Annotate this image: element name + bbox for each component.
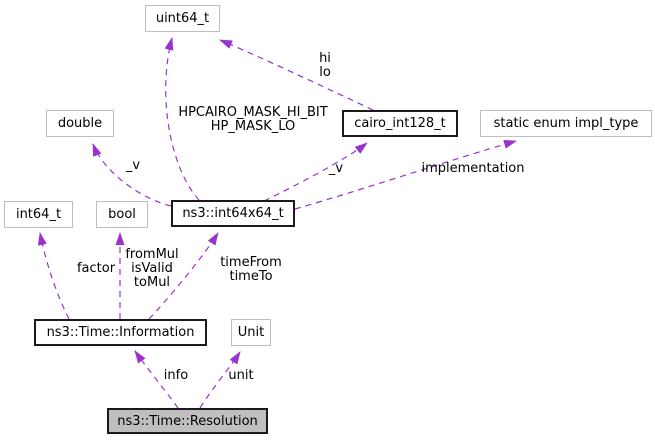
- edge-info: [134, 350, 179, 409]
- edge-label-v-double: _v: [126, 159, 140, 173]
- edge-label-line: _v: [328, 161, 344, 176]
- edge-label-implementation: implementation: [421, 162, 524, 176]
- node-bool[interactable]: bool: [96, 201, 148, 228]
- edge-hi-lo: [219, 39, 374, 111]
- node-resolution[interactable]: ns3::Time::Resolution: [107, 408, 268, 434]
- node-int64-t[interactable]: int64_t: [4, 201, 73, 228]
- edge-label-line: _v: [125, 158, 141, 173]
- edge-v-cairo: [263, 142, 368, 202]
- edge-unit: [199, 351, 241, 409]
- edge-label-line: HP_MASK_LO: [210, 119, 296, 134]
- edge-label-v-cairo: _v: [329, 162, 343, 176]
- edge-label-line: hi: [319, 51, 331, 66]
- node-uint64-t[interactable]: uint64_t: [145, 5, 220, 32]
- edge-label-line: lo: [319, 65, 331, 80]
- edge-label-line: unit: [228, 368, 254, 383]
- edge-label-line: implementation: [421, 161, 525, 176]
- edge-label-line: timeFrom: [220, 255, 282, 270]
- node-unit[interactable]: Unit: [231, 319, 271, 346]
- edge-label-info: info: [164, 369, 188, 383]
- node-information[interactable]: ns3::Time::Information: [34, 319, 207, 346]
- edge-label-line: toMul: [133, 275, 171, 290]
- edge-v-double: [92, 143, 172, 207]
- edge-timefrom-timeto: [148, 232, 219, 320]
- edge-label-line: timeTo: [229, 269, 273, 284]
- edge-label-line: fromMul: [125, 247, 179, 262]
- edge-label-line: factor: [76, 261, 116, 276]
- edges-group: [37, 37, 517, 409]
- edge-label-factor: factor: [77, 262, 115, 276]
- edge-label-line: HPCAIRO_MASK_HI_BIT: [178, 105, 328, 120]
- node-cairo-int128-t[interactable]: cairo_int128_t: [342, 110, 458, 137]
- edge-hpcairo-mask: [164, 37, 200, 201]
- node-int64x64-t[interactable]: ns3::int64x64_t: [171, 200, 295, 227]
- edge-label-unit: unit: [228, 369, 253, 383]
- edge-factor: [37, 232, 70, 320]
- edge-label-line: isValid: [131, 261, 173, 276]
- edge-label-line: info: [163, 368, 189, 383]
- node-double[interactable]: double: [46, 110, 114, 137]
- node-impl-type[interactable]: static enum impl_type: [480, 110, 652, 137]
